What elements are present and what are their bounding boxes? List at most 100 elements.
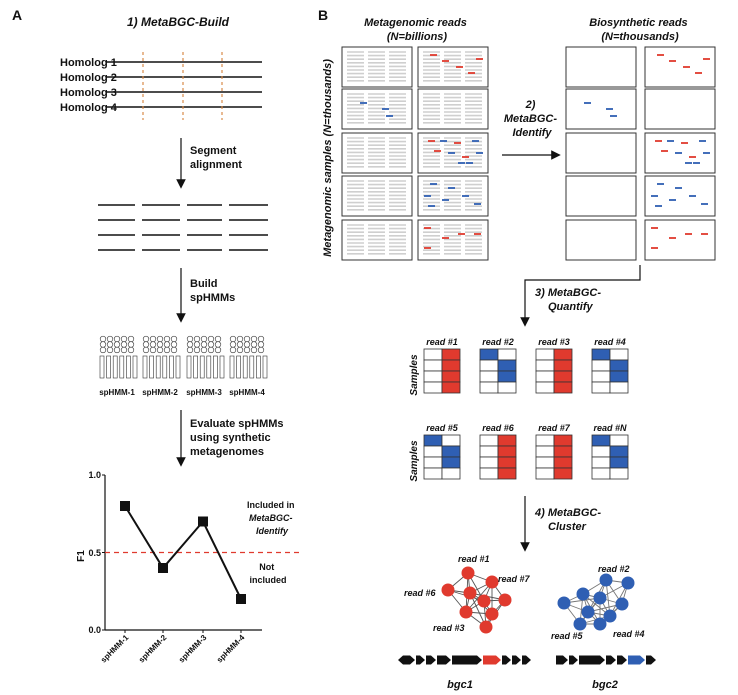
read-label: read #1 xyxy=(426,337,458,347)
sphmm-4-label: spHMM-4 xyxy=(229,388,265,397)
abundance-cell xyxy=(441,370,461,383)
gene-arrow xyxy=(416,655,425,665)
read-node xyxy=(621,576,635,590)
sphmm-state-circle xyxy=(127,335,135,343)
sample-frame xyxy=(565,132,637,174)
ytick-label: 0.0 xyxy=(88,625,101,635)
cluster1-read-label: read #7 xyxy=(498,574,531,584)
gene-arrow xyxy=(398,655,406,665)
read-node xyxy=(479,620,493,634)
sphmm-state-circle xyxy=(163,341,171,348)
abundance-cell xyxy=(423,370,443,383)
sphmm-state-circle xyxy=(243,335,251,343)
f1-data-point xyxy=(236,594,246,604)
cluster2-read-label: read #4 xyxy=(613,629,645,639)
gene-arrow xyxy=(606,655,616,665)
sphmm-state-circle xyxy=(163,335,171,343)
biosynthetic-sample-box xyxy=(565,88,637,130)
sphmm-state-circle xyxy=(207,341,215,348)
sphmm-state-circle xyxy=(163,346,171,354)
sphmm-state-circle xyxy=(214,335,222,343)
quantify-arrow xyxy=(520,265,641,327)
sphmm-match-state xyxy=(175,355,181,379)
sphmm-state-circle xyxy=(193,335,201,343)
f1-series-line xyxy=(124,505,242,600)
abundance-cell xyxy=(423,434,443,447)
read-node xyxy=(459,605,473,619)
read-label: read #4 xyxy=(594,337,626,347)
sphmm-match-state xyxy=(155,355,161,379)
step-build-sphmms: Build spHMMs xyxy=(190,278,235,304)
abundance-cell xyxy=(609,359,629,372)
step-identify: 2) MetaBGC- Identify xyxy=(504,99,560,139)
gene-arrow xyxy=(426,655,436,665)
read-matrix: read #4 xyxy=(591,337,629,394)
abundance-cell xyxy=(479,456,499,469)
abundance-cell xyxy=(591,348,611,361)
sphmm-match-state xyxy=(132,355,138,379)
read-node xyxy=(463,586,477,600)
metagenomic-sample-box xyxy=(417,46,489,88)
sphmm-state-circle xyxy=(113,335,121,343)
abundance-cell xyxy=(553,370,573,383)
biosynthetic-reads-title: Biosynthetic reads (N=thousands) xyxy=(589,17,690,43)
not-included-label: Not included xyxy=(249,562,286,585)
panel-b: B Metagenomic reads (N=billions) Biosynt… xyxy=(318,7,716,691)
included-label: Included in MetaBGC- Identify xyxy=(247,500,297,536)
abundance-cell xyxy=(553,359,573,372)
sphmm-state-circle xyxy=(200,341,208,348)
read-node xyxy=(615,597,629,611)
sphmm-state-circle xyxy=(193,346,201,354)
segmented-alignment xyxy=(98,204,268,251)
samples-label-row1: Samples xyxy=(409,354,420,396)
read-label: read #N xyxy=(593,423,627,433)
sphmm-state-circle xyxy=(236,346,244,354)
sphmm-match-state xyxy=(242,355,248,379)
abundance-cell xyxy=(609,467,629,480)
abundance-cell xyxy=(441,445,461,458)
abundance-cell xyxy=(497,434,517,447)
panel-b-label: B xyxy=(318,7,328,23)
sphmm-state-circle xyxy=(142,335,150,343)
abundance-cell xyxy=(535,445,555,458)
sphmm-state-circle xyxy=(156,341,164,348)
sphmm-state-circle xyxy=(106,341,114,348)
panel-a: A 1) MetaBGC-Build Homolog 1 Homolog 2 H… xyxy=(12,7,300,665)
sphmm-state-circle xyxy=(127,341,135,348)
sphmm-icon xyxy=(229,335,268,379)
read-label: read #7 xyxy=(538,423,571,433)
sphmm-state-circle xyxy=(170,346,178,354)
ytick-label: 1.0 xyxy=(88,470,101,480)
sphmm-state-circle xyxy=(243,341,251,348)
sphmm-match-state xyxy=(149,355,154,379)
metagenomic-sample-box xyxy=(417,219,489,261)
biosynthetic-sample-box xyxy=(565,46,637,88)
cluster1-read-label: read #1 xyxy=(458,554,490,564)
gene-arrow xyxy=(522,655,531,665)
sphmm-match-state xyxy=(249,355,255,379)
abundance-cell xyxy=(591,445,611,458)
metagenomic-sample-box xyxy=(341,219,413,261)
abundance-cell xyxy=(441,348,461,361)
abundance-cell xyxy=(423,445,443,458)
abundance-cell xyxy=(497,359,517,372)
biosynthetic-sample-box xyxy=(644,46,716,88)
read-node xyxy=(603,609,617,623)
read-node xyxy=(593,617,607,631)
sphmm-state-circle xyxy=(186,346,194,354)
cluster-network-1 xyxy=(441,566,512,634)
sphmm-state-circle xyxy=(200,346,208,354)
abundance-cell xyxy=(497,467,517,480)
sphmm-state-circle xyxy=(156,335,164,343)
sphmm-state-circle xyxy=(229,341,237,348)
sphmm-1-label: spHMM-1 xyxy=(99,388,135,397)
sphmm-match-state xyxy=(126,355,131,379)
sphmm-match-state xyxy=(193,355,198,379)
abundance-cell xyxy=(423,348,443,361)
read-label: read #5 xyxy=(426,423,459,433)
sphmm-match-state xyxy=(169,355,174,379)
gene-arrow xyxy=(405,655,415,665)
read-node xyxy=(485,575,499,589)
